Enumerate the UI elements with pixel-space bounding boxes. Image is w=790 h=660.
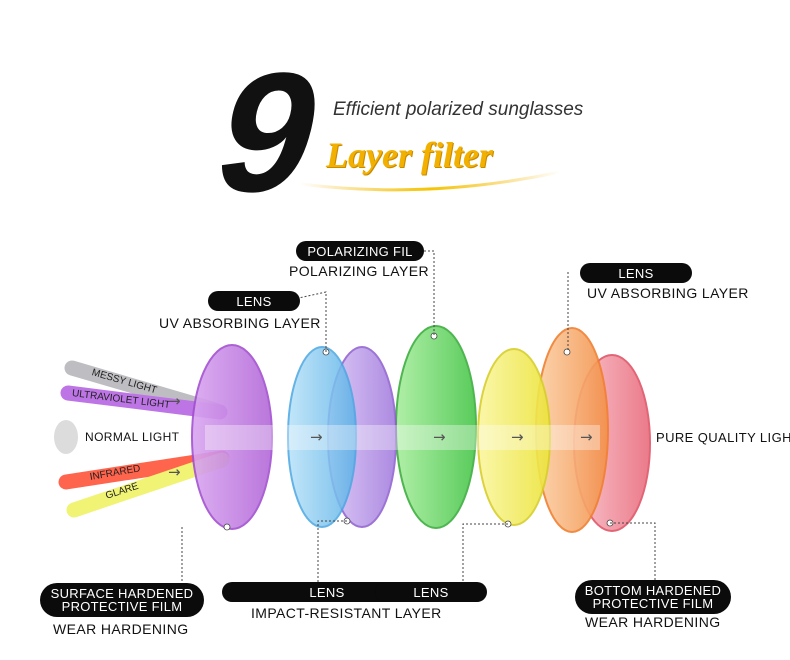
arrow-right-icon: → xyxy=(168,463,181,481)
arrow-right-icon: → xyxy=(580,428,593,446)
arrow-right-icon: → xyxy=(433,428,446,446)
subtitle: Efficient polarized sunglasses xyxy=(333,99,584,120)
surface-hardened-line1: SURFACE HARDENED xyxy=(50,586,194,601)
lens-pill-top-right: LENS xyxy=(580,263,692,283)
normal-light-label: NORMAL LIGHT xyxy=(85,430,180,444)
lens-stack xyxy=(191,325,651,533)
page-title: Layer filter xyxy=(326,135,493,175)
arrow-right-icon: → xyxy=(511,428,524,446)
surface-hardened-line2: PROTECTIVE FILM xyxy=(61,599,183,614)
bottom-hardened-line1: BOTTOM HARDENED xyxy=(584,583,722,598)
wear-hardening-caption-right: WEAR HARDENING xyxy=(585,614,721,630)
uv-absorbing-layer-caption: UV ABSORBING LAYER xyxy=(159,315,321,331)
impact-resistant-layer-caption: IMPACT-RESISTANT LAYER xyxy=(251,605,442,621)
arrow-right-icon: → xyxy=(310,428,323,446)
layer-purple xyxy=(191,344,273,530)
title-swoosh xyxy=(299,170,561,192)
polarizing-film-pill: POLARIZING FIL xyxy=(296,241,424,261)
polarizing-layer-caption: POLARIZING LAYER xyxy=(289,263,429,279)
lens-pill-bottom-3: LENS xyxy=(375,582,487,602)
bottom-hardened-pill: BOTTOM HARDENED PROTECTIVE FILM xyxy=(575,580,731,614)
through-beam xyxy=(205,425,600,450)
uv-absorbing-layer-caption-right: UV ABSORBING LAYER xyxy=(587,285,749,301)
pure-quality-light-label: PURE QUALITY LIGHT xyxy=(656,430,790,445)
layer-yellow xyxy=(477,348,551,526)
lens-pill-top-left: LENS xyxy=(208,291,300,311)
surface-hardened-pill: SURFACE HARDENED PROTECTIVE FILM xyxy=(40,583,204,617)
bottom-hardened-line2: PROTECTIVE FILM xyxy=(592,596,714,611)
arrow-right-icon: → xyxy=(168,392,181,410)
wear-hardening-caption-left: WEAR HARDENING xyxy=(53,621,189,637)
layer-blue xyxy=(287,346,357,528)
normal-light-spot xyxy=(54,420,78,454)
